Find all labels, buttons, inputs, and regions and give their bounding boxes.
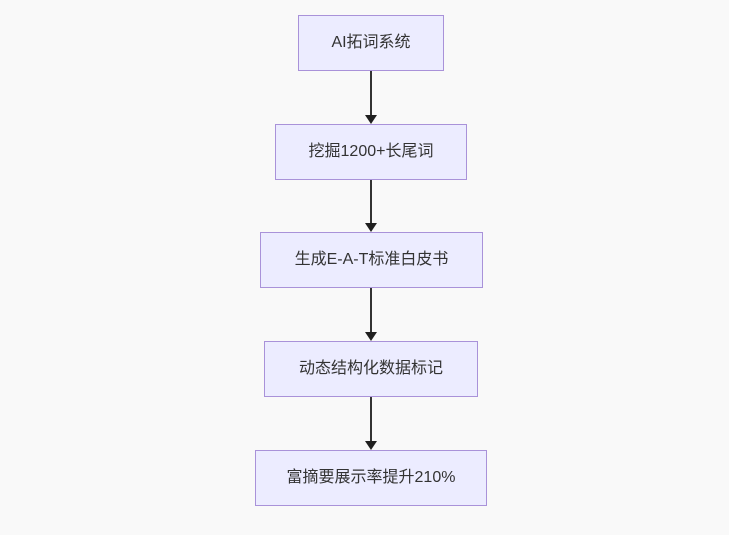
flow-node-label: AI拓词系统 — [331, 34, 411, 51]
flow-node-label: 动态结构化数据标记 — [298, 360, 443, 377]
arrowhead-down-icon — [365, 115, 377, 124]
flow-node-label: 富摘要展示率提升210% — [286, 469, 456, 486]
flow-arrow-4 — [364, 397, 378, 450]
flow-arrow-3 — [364, 288, 378, 341]
arrow-line — [370, 288, 372, 332]
flow-node-ai-keyword-system: AI拓词系统 — [298, 15, 444, 71]
arrow-line — [370, 71, 372, 115]
flow-node-rich-snippet-result: 富摘要展示率提升210% — [255, 450, 487, 506]
flow-arrow-2 — [364, 180, 378, 232]
flow-node-label: 生成E-A-T标准白皮书 — [294, 251, 449, 268]
arrow-line — [370, 397, 372, 441]
flow-node-structured-data-markup: 动态结构化数据标记 — [264, 341, 478, 397]
arrowhead-down-icon — [365, 441, 377, 450]
arrow-line — [370, 180, 372, 223]
arrowhead-down-icon — [365, 332, 377, 341]
flow-node-label: 挖掘1200+长尾词 — [308, 143, 434, 160]
arrowhead-down-icon — [365, 223, 377, 232]
flow-node-eat-whitepaper: 生成E-A-T标准白皮书 — [260, 232, 483, 288]
flow-node-longtail-mining: 挖掘1200+长尾词 — [275, 124, 467, 180]
flow-arrow-1 — [364, 71, 378, 124]
